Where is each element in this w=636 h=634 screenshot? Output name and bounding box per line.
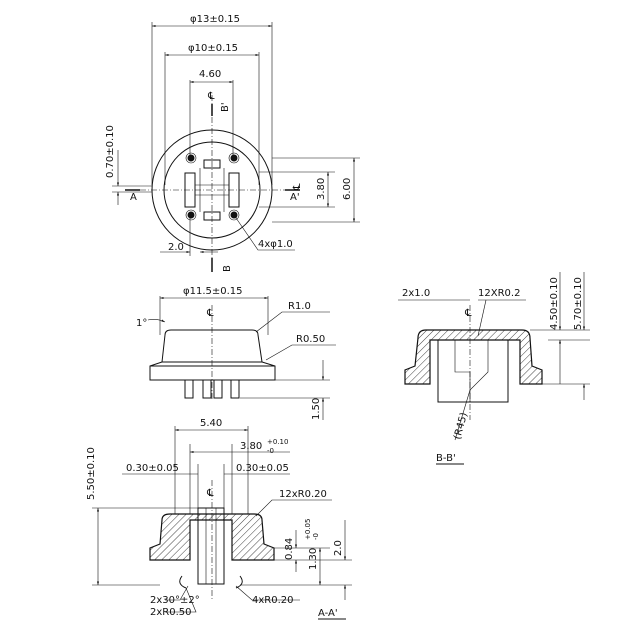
aa-r050: 2xR0.50: [150, 607, 192, 618]
side-view: φ11.5±0.15 ℄ 1° R1.0 R0.50 1.50: [136, 286, 336, 420]
center-mark-bb: ℄: [464, 308, 472, 319]
aa-height-20: 2.0: [333, 540, 344, 556]
cut-a: A: [130, 192, 137, 203]
dim-outer-diameter: φ13±0.15: [190, 14, 240, 25]
center-mark-right: ℄: [292, 183, 303, 191]
center-mark-top: ℄: [207, 91, 215, 102]
bb-width: 2x1.0: [402, 288, 430, 299]
side-r10: R1.0: [288, 301, 311, 312]
hole-tl: [187, 154, 195, 162]
bb-body: [404, 329, 543, 385]
dim-width-460: 4.60: [199, 69, 221, 80]
aa-height-084: 0.84: [284, 538, 295, 560]
aa-label: A-A': [318, 608, 338, 619]
bb-radius: 12XR0.2: [478, 288, 520, 299]
aa-height-130: 1.30: [308, 548, 319, 570]
aa-tol-dn: -0: [267, 447, 274, 455]
top-view: φ13±0.15 φ10±0.15 4.60 4xφ1.0 ℄ ℄: [105, 14, 360, 272]
aa-width-540: 5.40: [200, 418, 222, 429]
bb-label: B-B': [436, 453, 456, 464]
cut-b: B: [222, 265, 233, 272]
side-angle: 1°: [136, 318, 147, 329]
dim-height-600: 6.00: [342, 178, 353, 200]
dim-offset-20: 2.0: [168, 242, 184, 253]
center-mark-aa: ℄: [206, 488, 214, 499]
holes-label: 4xφ1.0: [258, 239, 293, 250]
aa-r020: 4xR0.20: [252, 595, 294, 606]
bb-r45: (R45): [452, 411, 470, 440]
cap-body: [149, 329, 276, 381]
cut-b-prime: B': [220, 102, 231, 112]
side-r050: R0.50: [296, 334, 325, 345]
aa-tol130-up: +0.05: [304, 519, 312, 540]
aa-radius: 12xR0.20: [279, 489, 327, 500]
section-aa: 5.40 3.80 +0.10 -0 0.30±0.05 0.30±0.05 5…: [86, 418, 352, 620]
bb-height-450: 4.50±0.10: [549, 277, 560, 330]
center-mark-side: ℄: [206, 308, 214, 319]
cut-a-prime: A': [290, 192, 300, 203]
aa-tol130-dn: -0: [312, 533, 320, 540]
dim-height-380: 3.80: [316, 178, 327, 200]
aa-angle: 2x30°±2°: [150, 595, 200, 606]
aa-gap-right: 0.30±0.05: [236, 463, 289, 474]
hole-bl: [187, 211, 195, 219]
side-diameter: φ11.5±0.15: [183, 286, 243, 297]
section-bb: ℄ 2x1.0 12XR0.2 4.50±0.10 5.70±0.10 (R45…: [398, 272, 590, 465]
aa-width-380: 3.80: [240, 441, 262, 452]
aa-height-550: 5.50±0.10: [86, 447, 97, 500]
aa-body: [149, 513, 275, 561]
dim-thickness: 0.70±0.10: [105, 125, 116, 178]
aa-tol-up: +0.10: [267, 438, 288, 446]
hole-tr: [230, 154, 238, 162]
side-height-150: 1.50: [311, 398, 322, 420]
aa-gap-left: 0.30±0.05: [126, 463, 179, 474]
bb-height-570: 5.70±0.10: [573, 277, 584, 330]
dim-inner-diameter: φ10±0.15: [188, 43, 238, 54]
